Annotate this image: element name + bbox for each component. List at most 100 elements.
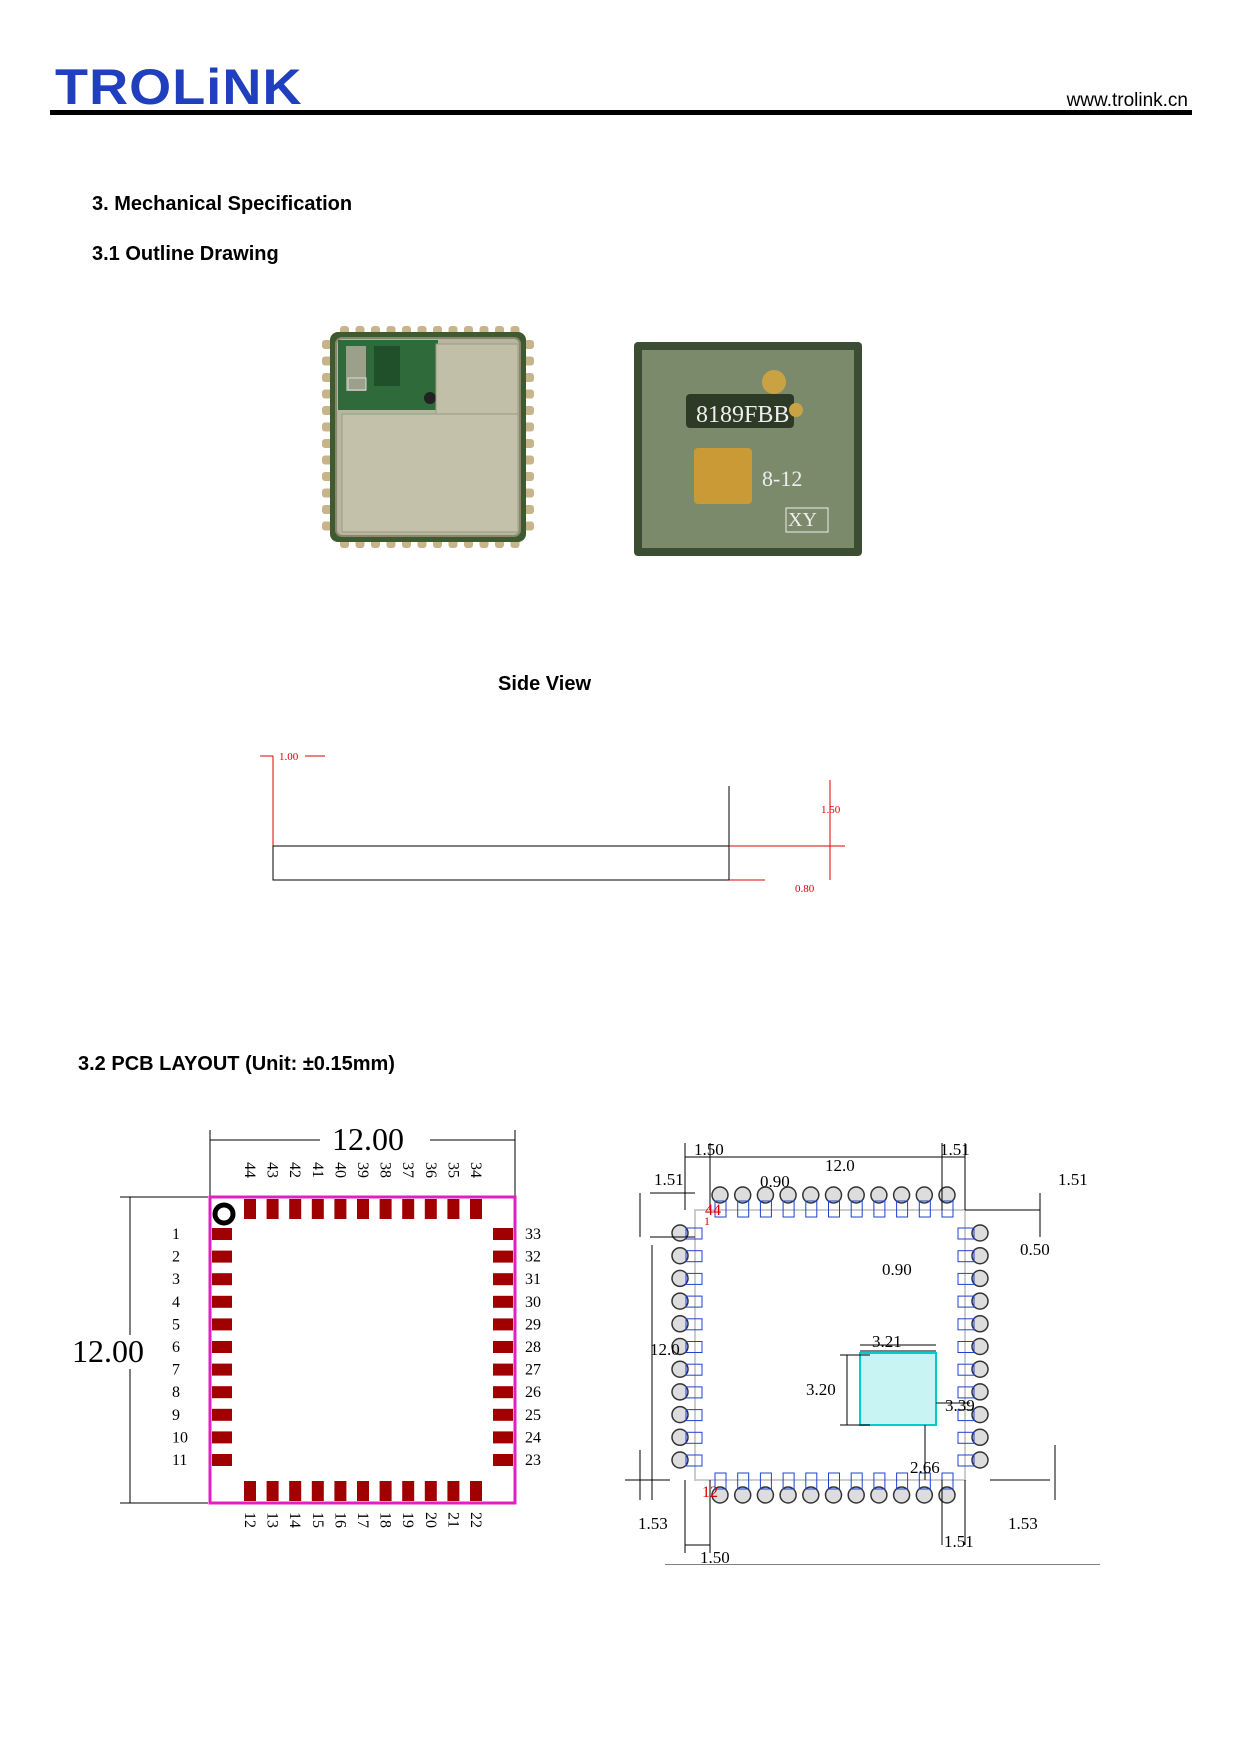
pad-bottom-outline bbox=[873, 1472, 886, 1490]
via-bottom bbox=[802, 1486, 820, 1504]
pin-label-right: 25 bbox=[525, 1407, 541, 1424]
pad-right bbox=[493, 1386, 513, 1399]
website-url[interactable]: www.trolink.cn bbox=[1066, 90, 1188, 111]
pin-label-bottom: 16 bbox=[331, 1512, 348, 1528]
pin-44-label: 44 bbox=[705, 1202, 721, 1219]
pin-label-top: 41 bbox=[309, 1162, 326, 1178]
pin-label-right: 32 bbox=[525, 1249, 541, 1266]
pad-right bbox=[493, 1228, 513, 1240]
side-width-label: 1.00 bbox=[279, 751, 299, 763]
top-dimension: 12.00 bbox=[332, 1121, 404, 1157]
module-bottom-photo: 8189FBB 8-12 XY bbox=[634, 342, 862, 556]
via-right bbox=[971, 1360, 989, 1378]
pad-top-outline bbox=[828, 1200, 840, 1218]
pad-bottom bbox=[244, 1481, 256, 1501]
via-right bbox=[971, 1383, 989, 1401]
dim-bottom-left2: 1.50 bbox=[700, 1548, 730, 1565]
via-left bbox=[671, 1451, 689, 1469]
pad-left-outline bbox=[685, 1227, 703, 1240]
via-right bbox=[971, 1337, 989, 1356]
pin-label-left: 4 bbox=[172, 1294, 180, 1311]
dim-ep-width: 3.21 bbox=[872, 1332, 902, 1351]
pad-right-outline bbox=[957, 1295, 975, 1308]
pad-right-outline bbox=[957, 1272, 975, 1285]
pad-bottom bbox=[357, 1481, 369, 1501]
pad-right-outline bbox=[957, 1318, 975, 1331]
via-right bbox=[971, 1224, 989, 1242]
pin-label-top: 42 bbox=[286, 1162, 303, 1178]
pin-label-left: 1 bbox=[172, 1226, 180, 1243]
pad-top bbox=[357, 1199, 369, 1219]
pad-bottom bbox=[424, 1481, 437, 1501]
via-left bbox=[671, 1383, 689, 1401]
dim-pad-width: 0.50 bbox=[1020, 1240, 1050, 1259]
left-dimension: 12.00 bbox=[72, 1333, 144, 1369]
pin-label-right: 24 bbox=[525, 1429, 541, 1446]
pad-left bbox=[212, 1341, 232, 1353]
pad-left-outline bbox=[685, 1318, 703, 1331]
dim-bottom-left: 1.53 bbox=[638, 1514, 668, 1533]
pad-right bbox=[493, 1454, 513, 1466]
date-code: 8-12 bbox=[762, 466, 802, 491]
pin-label-left: 5 bbox=[172, 1316, 180, 1333]
via-right bbox=[971, 1246, 989, 1265]
pad-top-outline bbox=[782, 1200, 795, 1218]
pad-right-outline bbox=[957, 1386, 975, 1399]
via-bottom bbox=[824, 1486, 843, 1504]
pin-label-top: 36 bbox=[422, 1162, 439, 1178]
pin-label-top: 44 bbox=[241, 1162, 258, 1178]
via-left bbox=[671, 1428, 689, 1447]
trolink-logo: TROLiNK bbox=[55, 59, 303, 115]
pad-top-outline bbox=[737, 1200, 750, 1218]
pad-left-outline bbox=[685, 1431, 703, 1444]
pad-bottom bbox=[311, 1481, 324, 1501]
pad-top bbox=[334, 1199, 347, 1219]
pin-label-left: 10 bbox=[172, 1429, 188, 1446]
via-bottom bbox=[847, 1486, 865, 1504]
via-left bbox=[671, 1360, 689, 1378]
pin-label-bottom: 15 bbox=[309, 1512, 326, 1528]
pad-left bbox=[212, 1228, 232, 1240]
header-rule bbox=[50, 110, 1192, 115]
pin-label-bottom: 13 bbox=[264, 1512, 281, 1528]
pad-right bbox=[493, 1273, 513, 1286]
vendor-mark: XY bbox=[788, 509, 817, 531]
pin-label-left: 2 bbox=[172, 1249, 180, 1266]
via-left bbox=[671, 1246, 689, 1265]
pad-right-outline bbox=[957, 1227, 975, 1240]
pad-top-outline bbox=[759, 1200, 772, 1218]
via-right bbox=[971, 1451, 989, 1469]
pad-top bbox=[379, 1199, 392, 1219]
pin-label-bottom: 20 bbox=[422, 1512, 439, 1528]
pad-left bbox=[212, 1454, 232, 1466]
pin-label-left: 8 bbox=[172, 1384, 180, 1401]
pad-left-outline bbox=[685, 1341, 703, 1353]
side-height-label: 1.50 bbox=[821, 804, 841, 816]
dim-bottom-right: 1.53 bbox=[1008, 1514, 1038, 1533]
dim-left-top: 1.51 bbox=[654, 1170, 684, 1189]
pin-label-top: 35 bbox=[444, 1162, 461, 1178]
pin-label-right: 31 bbox=[525, 1271, 541, 1288]
pin-label-left: 7 bbox=[172, 1362, 180, 1379]
pcb-layout-title: 3.2 PCB LAYOUT (Unit: ±0.15mm) bbox=[78, 1053, 395, 1075]
pin-label-bottom: 17 bbox=[354, 1512, 371, 1528]
outline-drawing-title: 3.1 Outline Drawing bbox=[92, 243, 279, 265]
via-top bbox=[847, 1186, 865, 1204]
via-top bbox=[915, 1186, 934, 1204]
pad-bottom bbox=[402, 1481, 415, 1501]
pad-top bbox=[289, 1199, 302, 1219]
via-top bbox=[733, 1186, 752, 1204]
via-top bbox=[938, 1186, 956, 1204]
pad-left-outline bbox=[685, 1454, 703, 1467]
pin-label-right: 33 bbox=[525, 1226, 541, 1243]
via-top bbox=[870, 1186, 888, 1204]
via-right bbox=[971, 1292, 989, 1310]
pad-left bbox=[212, 1386, 232, 1399]
dim-bottom-right2: 1.51 bbox=[944, 1532, 974, 1551]
pad-left bbox=[212, 1295, 232, 1308]
pad-bottom-outline bbox=[714, 1472, 727, 1490]
pad-bottom-outline bbox=[896, 1472, 909, 1490]
pad-right-outline bbox=[957, 1363, 975, 1376]
pad-left-outline bbox=[685, 1272, 703, 1285]
